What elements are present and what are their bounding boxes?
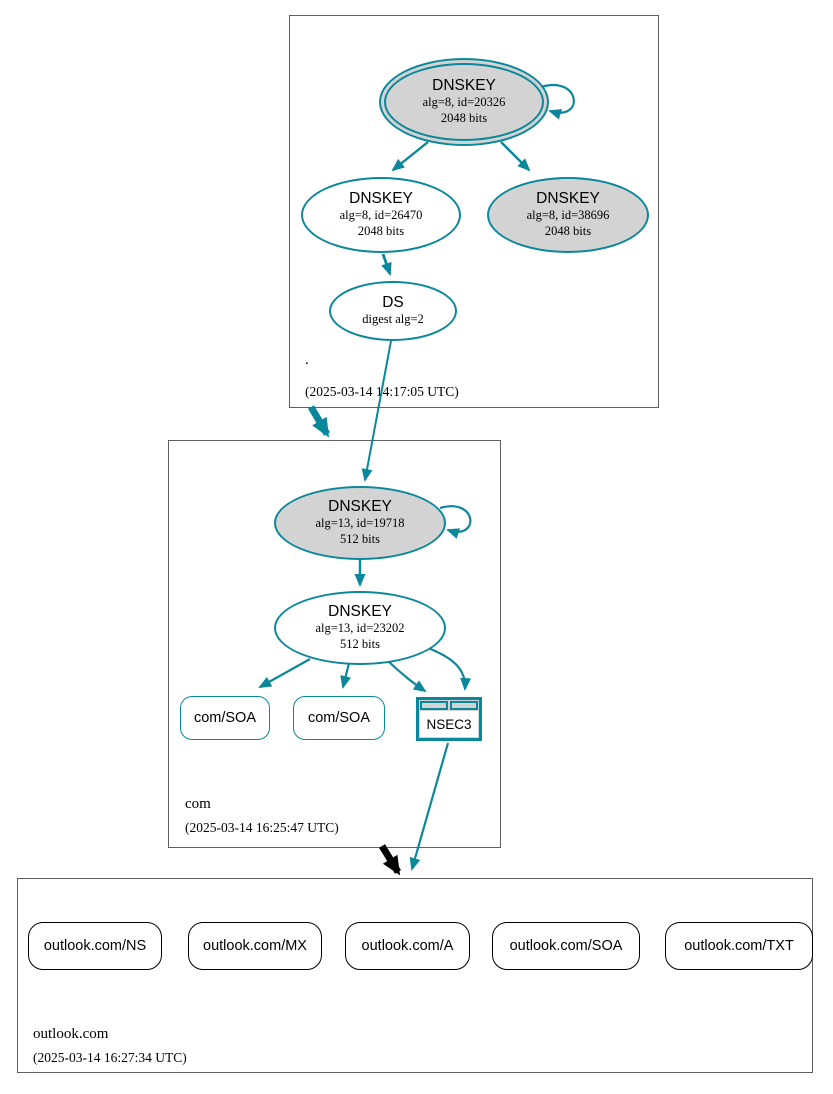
rrset-node-outlook-a[interactable]: outlook.com/A xyxy=(345,922,470,970)
zone-box-outlook xyxy=(17,878,813,1073)
rrset-label: outlook.com/MX xyxy=(203,938,307,954)
node-title: DNSKEY xyxy=(349,190,413,208)
dnskey-node-root-26470[interactable]: DNSKEY alg=8, id=26470 2048 bits xyxy=(301,177,461,253)
rrset-label: com/SOA xyxy=(307,710,371,726)
rrset-label: outlook.com/A xyxy=(361,938,454,954)
rrset-node-com-soa-2[interactable]: com/SOA xyxy=(293,696,385,740)
node-alg: alg=8, id=38696 xyxy=(526,208,610,223)
zone-timestamp-root: (2025-03-14 14:17:05 UTC) xyxy=(305,384,459,399)
zone-label-com: com xyxy=(185,796,211,812)
rrset-label: outlook.com/SOA xyxy=(509,938,623,954)
rrset-label: com/SOA xyxy=(193,710,257,726)
node-alg: alg=8, id=26470 xyxy=(339,208,423,223)
node-bits: 2048 bits xyxy=(544,223,592,238)
rrset-node-outlook-mx[interactable]: outlook.com/MX xyxy=(188,922,322,970)
node-detail: digest alg=2 xyxy=(362,312,424,327)
node-title: DS xyxy=(382,294,404,312)
node-title: DNSKEY xyxy=(328,603,392,621)
zone-timestamp-outlook: (2025-03-14 16:27:34 UTC) xyxy=(33,1050,187,1065)
dnskey-node-root-ksk-20326[interactable]: DNSKEY alg=8, id=20326 2048 bits xyxy=(379,58,549,146)
node-bits: 2048 bits xyxy=(440,110,488,125)
nsec3-cell-left xyxy=(420,701,448,710)
zone-label-outlook: outlook.com xyxy=(33,1026,109,1042)
nsec3-cell-right xyxy=(450,701,478,710)
rrset-node-outlook-ns[interactable]: outlook.com/NS xyxy=(28,922,162,970)
zone-label-root: . xyxy=(305,352,309,368)
node-alg: alg=13, id=19718 xyxy=(315,516,405,531)
rrset-node-com-soa-1[interactable]: com/SOA xyxy=(180,696,270,740)
node-title: DNSKEY xyxy=(536,190,600,208)
dnskey-node-com-zsk-23202[interactable]: DNSKEY alg=13, id=23202 512 bits xyxy=(274,591,446,665)
node-title: DNSKEY xyxy=(328,498,392,516)
ksk-inner-ring xyxy=(384,63,544,141)
node-bits: 2048 bits xyxy=(357,223,405,238)
node-alg: alg=8, id=20326 xyxy=(422,95,506,110)
node-alg: alg=13, id=23202 xyxy=(315,621,405,636)
nsec3-cells xyxy=(420,701,478,710)
rrset-node-outlook-txt[interactable]: outlook.com/TXT xyxy=(665,922,813,970)
dnskey-node-com-ksk-19718[interactable]: DNSKEY alg=13, id=19718 512 bits xyxy=(274,486,446,560)
node-title: DNSKEY xyxy=(432,77,496,95)
rrset-label: outlook.com/NS xyxy=(43,938,147,954)
node-bits: 512 bits xyxy=(340,531,380,546)
node-bits: 512 bits xyxy=(340,636,380,651)
dnskey-node-root-38696[interactable]: DNSKEY alg=8, id=38696 2048 bits xyxy=(487,177,649,253)
nsec3-label: NSEC3 xyxy=(420,711,478,737)
nsec3-node[interactable]: NSEC3 xyxy=(416,697,482,741)
ds-node-root[interactable]: DS digest alg=2 xyxy=(329,281,457,341)
zone-timestamp-com: (2025-03-14 16:25:47 UTC) xyxy=(185,820,339,835)
rrset-label: outlook.com/TXT xyxy=(684,938,794,954)
edge-delegation-com-to-outlook xyxy=(379,844,401,876)
edge-delegation-root-to-com xyxy=(307,405,331,438)
rrset-node-outlook-soa[interactable]: outlook.com/SOA xyxy=(492,922,640,970)
